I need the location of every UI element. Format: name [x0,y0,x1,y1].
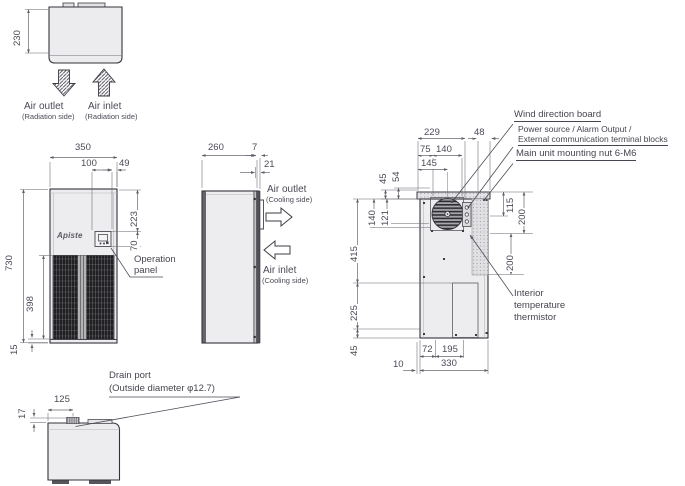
mounting-nuts [423,199,488,336]
air-outlet-radiation-sublabel: (Radiation side) [22,112,75,121]
side-view-drawing [201,154,270,344]
air-outlet-cooling-sublabel: (Cooling side) [266,195,313,204]
cooling-air-arrows [263,206,293,261]
wind-direction-board-label: Wind direction board [514,109,602,122]
dim-rear-fan-center-drop: 121 [380,209,391,227]
air-inlet-cooling-label: Air inlet [263,265,297,276]
radiation-air-arrows [52,68,116,97]
brand-logo: Apiste [57,231,83,240]
air-outlet-cooling-arrow-icon [265,206,293,228]
front-grille [52,255,115,340]
thermistor-label-line3: thermistor [514,312,557,323]
dim-front-panel-top: 223 [129,210,140,228]
dim-rear-fan-center: 145 [420,158,438,169]
dim-rear-right-offset: 115 [505,196,516,214]
dim-rear-plate-gap: 54 [391,170,402,183]
dim-rear-plate-lip: 10 [392,359,405,370]
dim-rear-top-width: 229 [423,127,441,138]
operation-panel-label-line1: Operation [134,254,176,265]
dim-rear-right-lower: 200 [505,254,516,272]
terminal-block [462,202,472,227]
dim-side-depth: 260 [207,142,225,153]
dim-front-panel-x: 100 [80,158,98,169]
fan-louver [431,198,464,230]
air-outlet-arrow-icon [52,69,76,97]
dim-rear-body-lower: 225 [349,304,360,322]
dim-rear-body-upper: 415 [349,245,360,263]
dim-rear-board-width: 48 [473,127,486,138]
dim-side-plate: 7 [251,142,259,153]
dim-rear-cutout-offset: 72 [421,344,434,355]
dim-bottom-drain-depth: 17 [17,407,28,420]
air-outlet-radiation-label: Air outlet [24,101,64,112]
dim-side-flange: 21 [263,159,276,170]
dim-front-panel-height: 70 [129,239,140,252]
drain-port-leader [75,396,241,427]
dim-rear-fan-drop: 140 [367,209,378,227]
mounting-nut-label: Main unit mounting nut 6-M6 [516,148,637,161]
wind-direction-board [471,198,489,276]
drain-port-label-line2: (Outside diameter φ12.7) [109,383,215,394]
rear-view-drawing [353,123,533,374]
dim-front-panel-right: 49 [118,158,131,169]
front-view-drawing [20,156,163,352]
annotation-leaders [451,123,514,297]
bottom-view-drawing [30,396,241,484]
dim-rear-right-upper: 200 [517,208,528,226]
operation-panel-icon [94,231,112,247]
dim-rear-fan-width: 140 [435,144,453,155]
dim-rear-cutout-width: 195 [441,344,459,355]
rear-cutout [452,282,479,338]
dim-rear-top-gap: 45 [378,172,389,185]
dim-top-depth: 230 [12,29,23,47]
operation-panel-label-line2: panel [134,265,158,276]
top-view-drawing [25,2,123,64]
thermistor-label-line2: temperature [514,300,566,311]
dim-rear-base: 45 [349,344,360,357]
dim-front-grille-height: 398 [25,295,36,313]
dim-front-height: 730 [4,254,15,272]
power-terminal-label-line2: External communication terminal blocks [518,134,668,146]
air-outlet-cooling-label: Air outlet [267,184,307,195]
dim-rear-fan-offset: 75 [419,144,432,155]
air-inlet-radiation-sublabel: (Radiation side) [85,112,138,121]
drain-port [66,417,80,424]
dim-front-base: 15 [9,343,20,356]
dim-front-width: 350 [74,142,92,153]
operation-panel-leader [110,247,163,278]
thermistor-label-line1: Interior [514,288,544,299]
air-inlet-arrow-icon [92,68,116,97]
dim-bottom-drain-offset: 125 [53,394,71,405]
air-inlet-radiation-label: Air inlet [88,101,122,112]
air-inlet-cooling-arrow-icon [263,239,291,261]
drain-port-label-line1: Drain port [109,370,151,381]
dim-rear-body-width: 330 [440,358,458,369]
power-terminal-label-line1: Power source / Alarm Output / [518,124,632,134]
air-inlet-cooling-sublabel: (Cooling side) [262,276,309,285]
